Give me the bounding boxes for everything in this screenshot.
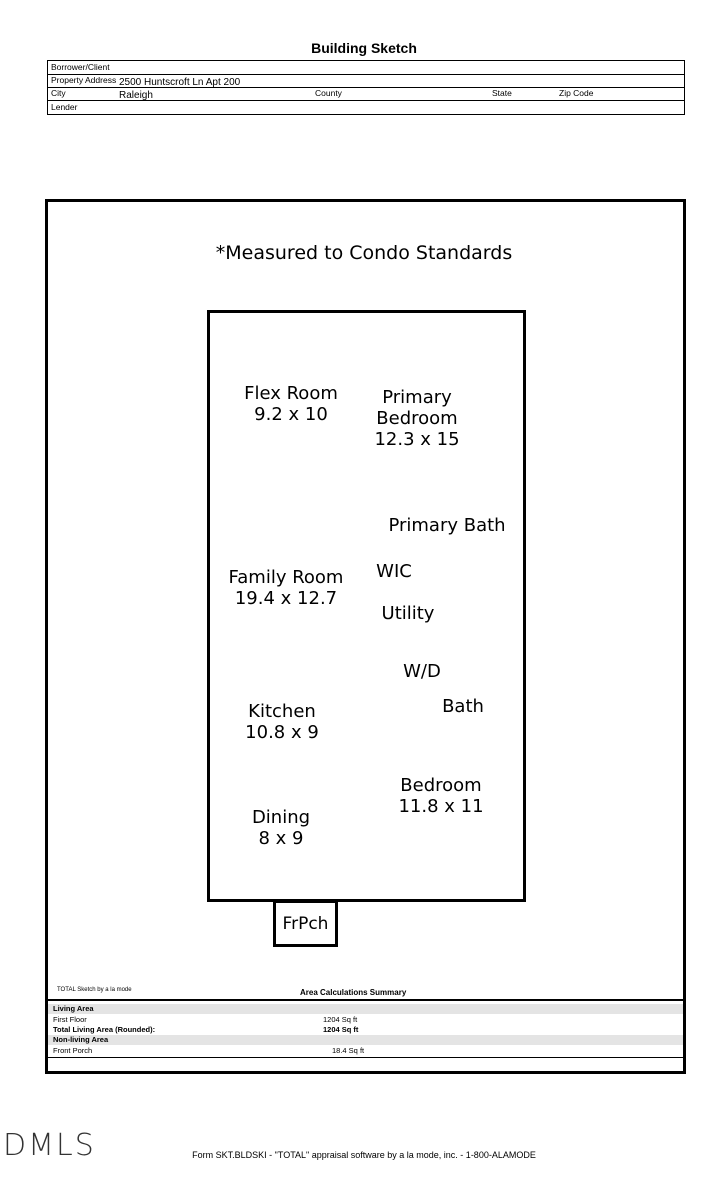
room-bath-name: Bath (442, 696, 484, 717)
room-bedroom-name: Bedroom (400, 775, 482, 796)
measurement-note: *Measured to Condo Standards (215, 242, 513, 264)
room-utility: Utility (372, 603, 444, 624)
room-wd: W/D (392, 661, 452, 682)
state-label: State (492, 88, 512, 98)
room-flex-dims: 9.2 x 10 (254, 404, 328, 425)
room-bedroom: Bedroom 11.8 x 11 (386, 775, 496, 817)
room-primary-bedroom-name2: Bedroom (376, 408, 458, 429)
room-wic-name: WIC (376, 561, 412, 582)
living-area-header: Living Area (48, 1004, 683, 1014)
front-porch-value: 18.4 Sq ft (332, 1046, 365, 1055)
address-value: 2500 Huntscroft Ln Apt 200 (119, 77, 241, 88)
room-primary-bedroom-dims: 12.3 x 15 (374, 429, 460, 450)
address-label: Property Address (51, 75, 117, 85)
first-floor-value: 1204 Sq ft (323, 1015, 358, 1024)
city-row: City Raleigh County State Zip Code (48, 87, 684, 101)
total-living-value: 1204 Sq ft (323, 1025, 359, 1034)
front-porch-outline (273, 900, 338, 947)
zip-label: Zip Code (559, 88, 594, 98)
address-row: Property Address 2500 Huntscroft Ln Apt … (48, 74, 684, 88)
room-primary-bedroom: Primary Bedroom 12.3 x 15 (357, 387, 477, 450)
summary-title: Area Calculations Summary (300, 988, 407, 997)
floor-plan-outline (207, 310, 526, 902)
room-primary-bath: Primary Bath (380, 515, 514, 536)
page-title: Building Sketch (311, 40, 417, 56)
front-porch-row: Front Porch 18.4 Sq ft (48, 1046, 683, 1056)
first-floor-row: First Floor 1204 Sq ft (48, 1015, 683, 1025)
borrower-row: Borrower/Client (48, 61, 684, 75)
room-family-name: Family Room (228, 567, 344, 588)
room-bath: Bath (432, 696, 494, 717)
dmls-logo: DMLS (3, 1128, 96, 1163)
room-utility-name: Utility (381, 603, 435, 624)
county-label: County (315, 88, 342, 98)
living-area-label: Living Area (53, 1004, 94, 1013)
room-porch-name: FrPch (282, 914, 329, 934)
room-wic: WIC (364, 561, 424, 582)
form-footer: Form SKT.BLDSKI - "TOTAL" appraisal soft… (192, 1150, 536, 1160)
sketch-credit: TOTAL Sketch by a la mode (57, 987, 132, 993)
room-bedroom-dims: 11.8 x 11 (398, 796, 484, 817)
property-info-box: Borrower/Client Property Address 2500 Hu… (47, 60, 685, 115)
room-kitchen-dims: 10.8 x 9 (245, 722, 319, 743)
room-wd-name: W/D (403, 661, 441, 682)
room-primary-bath-name: Primary Bath (388, 515, 506, 536)
nonliving-area-header: Non-living Area (48, 1035, 683, 1045)
lender-row: Lender (48, 101, 684, 114)
front-porch-label: Front Porch (53, 1046, 93, 1055)
room-kitchen-name: Kitchen (248, 701, 316, 722)
room-dining: Dining 8 x 9 (236, 807, 326, 849)
room-kitchen: Kitchen 10.8 x 9 (234, 701, 330, 743)
nonliving-area-label: Non-living Area (53, 1035, 109, 1044)
first-floor-label: First Floor (53, 1015, 87, 1024)
room-flex-name: Flex Room (244, 383, 338, 404)
area-summary-table: Living Area First Floor 1204 Sq ft Total… (48, 999, 683, 1071)
city-label: City (51, 88, 66, 98)
room-flex: Flex Room 9.2 x 10 (231, 383, 351, 425)
city-value: Raleigh (119, 90, 153, 101)
room-dining-name: Dining (251, 807, 311, 828)
room-family: Family Room 19.4 x 12.7 (220, 567, 352, 609)
borrower-label: Borrower/Client (51, 62, 110, 72)
room-dining-dims: 8 x 9 (258, 828, 304, 849)
total-living-label: Total Living Area (Rounded): (53, 1025, 156, 1034)
room-primary-bedroom-name1: Primary (382, 387, 452, 408)
sketch-frame (45, 199, 686, 1074)
lender-label: Lender (51, 102, 78, 112)
total-living-row: Total Living Area (Rounded): 1204 Sq ft (48, 1025, 683, 1035)
summary-divider (48, 1057, 683, 1058)
room-family-dims: 19.4 x 12.7 (234, 588, 338, 609)
